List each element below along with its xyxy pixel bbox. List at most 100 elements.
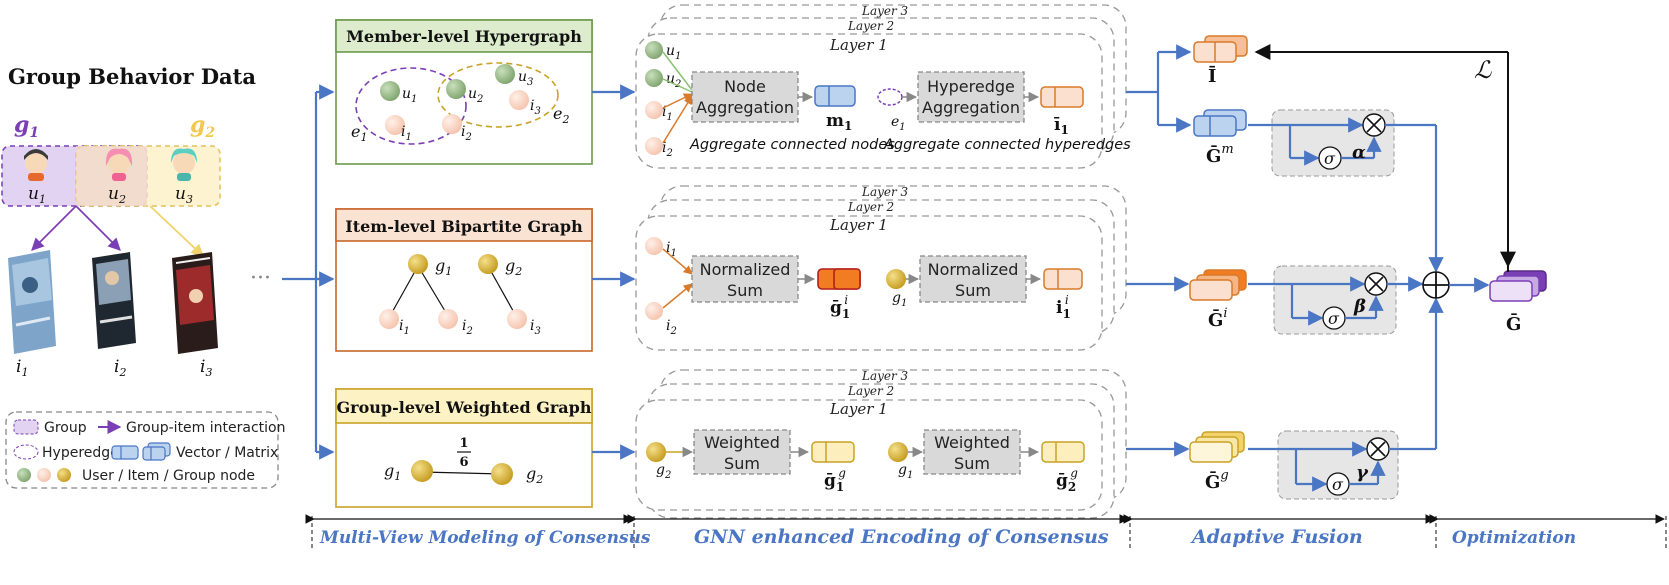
fusion-sum: Ḡ ℒ	[1254, 44, 1547, 449]
svg-text:ḡ1g: ḡ1g	[824, 466, 846, 494]
group1-label: g1	[14, 112, 39, 141]
group-view: Group-level Weighted Graph g1 g2 1 6	[335, 388, 593, 508]
weight-den: 6	[459, 455, 468, 470]
svg-text:Layer 1: Layer 1	[829, 400, 888, 418]
interaction-arrow	[31, 205, 77, 251]
svg-text:i1: i1	[399, 318, 410, 337]
legend-hyperedge: Hyperedge	[42, 445, 119, 461]
member-view-title: Member-level Hypergraph	[346, 27, 582, 46]
svg-text:i2: i2	[666, 318, 677, 337]
phase-fusion: Adaptive Fusion	[1190, 526, 1363, 548]
svg-text:Weighted: Weighted	[704, 433, 780, 452]
hyperedge-e1	[355, 67, 467, 145]
svg-text:ḡ1i: ḡ1i	[830, 293, 850, 321]
svg-text:i1: i1	[662, 104, 673, 123]
item-view-title: Item-level Bipartite Graph	[345, 217, 583, 236]
svg-text:Sum: Sum	[727, 281, 763, 300]
svg-text:σ: σ	[1332, 475, 1344, 494]
svg-text:Sum: Sum	[954, 454, 990, 473]
legend-vector-icon	[111, 442, 171, 461]
legend-item-node	[37, 468, 51, 482]
user-u1-avatar	[24, 149, 48, 181]
svg-text:σ: σ	[1324, 149, 1336, 168]
member-view: Member-level Hypergraph u1 i1 u2 i2 u3 i…	[335, 19, 593, 165]
svg-text:i2: i2	[461, 124, 472, 143]
movie-poster-i2	[92, 252, 136, 349]
caption-nodes: Aggregate connected nodes	[689, 137, 895, 153]
svg-text:Layer 3: Layer 3	[861, 4, 909, 18]
encoder-group: Layer 3 Layer 2 Layer 1 g2 Weighted Sum …	[635, 369, 1127, 519]
svg-text:i2: i2	[462, 318, 473, 337]
legend-hyperedge-icon	[13, 444, 39, 460]
hyperedge-aggregation-line2: Aggregation	[922, 98, 1020, 117]
svg-text:α: α	[1352, 142, 1366, 163]
svg-text:Sum: Sum	[724, 454, 760, 473]
legend-interaction: Group-item interaction	[126, 420, 285, 436]
svg-text:i2: i2	[662, 140, 673, 159]
svg-text:σ: σ	[1328, 309, 1340, 328]
svg-text:ḡ2g: ḡ2g	[1056, 466, 1078, 494]
loss-label: ℒ	[1474, 56, 1492, 84]
encoder-item: Layer 3 Layer 2 Layer 1 i1 i2 Normalized…	[635, 185, 1127, 351]
ellipsis: ···	[250, 266, 271, 291]
svg-text:Normalized: Normalized	[700, 260, 791, 279]
i-bar-label: Ī	[1208, 65, 1216, 87]
legend-vector: Vector / Matrix	[176, 445, 278, 461]
caption-edges: Aggregate connected hyperedges	[883, 137, 1131, 153]
svg-text:Ḡg: Ḡg	[1205, 468, 1229, 493]
phase-optimization: Optimization	[1452, 528, 1576, 548]
i-bar-matrix	[1193, 35, 1248, 63]
legend-group-node	[57, 468, 71, 482]
svg-text:Layer 1: Layer 1	[829, 216, 888, 234]
item-i3-label: i3	[200, 357, 212, 379]
svg-text:Sum: Sum	[955, 281, 991, 300]
gate-gamma: σ γ	[1248, 430, 1436, 500]
svg-text:Layer 3: Layer 3	[861, 369, 909, 383]
svg-text:i1: i1	[666, 240, 677, 259]
svg-text:Weighted: Weighted	[934, 433, 1010, 452]
legend-box	[5, 411, 279, 489]
svg-text:i1i: i1i	[1056, 293, 1071, 321]
node-aggregation-line1: Node	[724, 77, 766, 96]
weight-num: 1	[459, 436, 468, 451]
svg-text:Layer 1: Layer 1	[829, 36, 888, 54]
final-label: Ḡ	[1506, 312, 1521, 335]
interaction-arrow	[149, 205, 204, 257]
svg-text:Layer 2: Layer 2	[847, 19, 894, 33]
movie-poster-i1	[8, 250, 56, 354]
item-i2-label: i2	[114, 357, 126, 379]
legend-group: Group	[44, 420, 87, 436]
gate-alpha: σ α	[1248, 109, 1436, 177]
interaction-arrow	[75, 205, 121, 251]
g-g-matrix	[1189, 431, 1245, 463]
input-fork-arrows	[282, 84, 335, 460]
svg-text:i3: i3	[530, 98, 541, 117]
group-view-title: Group-level Weighted Graph	[337, 398, 592, 417]
legend-user-node	[17, 468, 31, 482]
svg-text:Layer 3: Layer 3	[861, 185, 909, 199]
data-title: Group Behavior Data	[8, 64, 256, 89]
svg-text:i3: i3	[530, 318, 541, 337]
g-m-matrix	[1193, 109, 1247, 137]
svg-text:Ḡi: Ḡi	[1208, 306, 1228, 331]
legend-nodes: User / Item / Group node	[82, 468, 255, 484]
phase-modeling: Multi-View Modeling of Consensus	[319, 528, 651, 548]
item-view: Item-level Bipartite Graph g1 g2 i1 i2 i…	[335, 208, 593, 352]
phase-bar: Multi-View Modeling of Consensus GNN enh…	[305, 514, 1667, 548]
hyperedge-e2	[437, 62, 559, 128]
svg-text:Ḡm: Ḡm	[1206, 142, 1234, 167]
g-i-matrix	[1189, 269, 1247, 301]
item-i1-label: i1	[16, 357, 28, 379]
gate-beta: σ β	[1248, 265, 1424, 335]
node-aggregation-line2: Aggregation	[696, 98, 794, 117]
left-panel: Group Behavior Data g1 g2 u1 u2 u3	[1, 64, 285, 489]
svg-text:i1: i1	[401, 124, 412, 143]
final-group-matrix	[1489, 270, 1547, 302]
hyperedge-aggregation-line1: Hyperedge	[927, 77, 1015, 96]
user-u2-avatar	[105, 148, 133, 181]
svg-text:Layer 2: Layer 2	[847, 384, 894, 398]
svg-text:γ: γ	[1356, 462, 1369, 483]
svg-text:Layer 2: Layer 2	[847, 200, 894, 214]
legend-group-swatch	[13, 419, 39, 435]
